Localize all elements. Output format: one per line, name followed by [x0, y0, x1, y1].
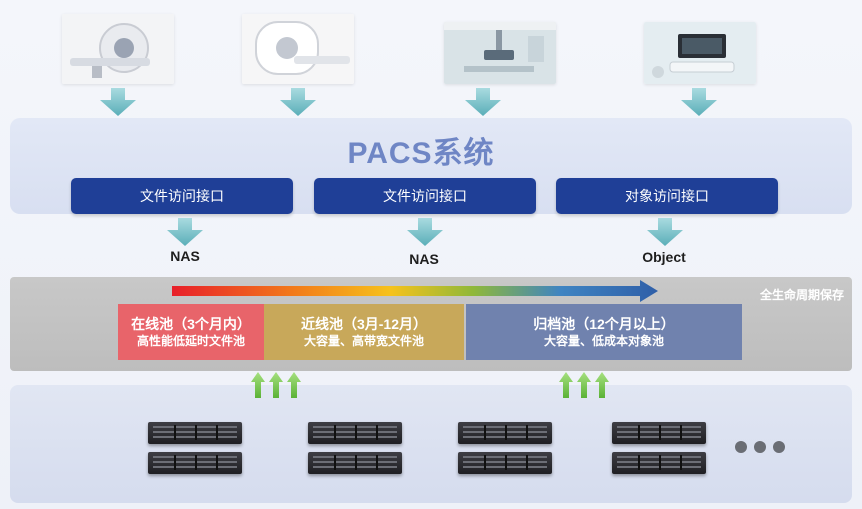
down-arrow-icon [278, 88, 318, 116]
ct-scanner-image [62, 14, 174, 84]
file-access-interface-1[interactable]: 文件访问接口 [71, 178, 293, 214]
more-ellipsis-icon [734, 440, 786, 454]
protocol-label-nas-2: NAS [409, 251, 439, 267]
xray-room-image [444, 22, 556, 84]
storage-server-icon [458, 422, 552, 444]
down-arrow-icon [98, 88, 138, 116]
nearline-pool-desc: 大容量、高带宽文件池 [303, 334, 424, 348]
storage-server-icon [458, 452, 552, 474]
object-access-interface[interactable]: 对象访问接口 [556, 178, 778, 214]
down-arrow-icon [679, 88, 719, 116]
online-pool-name: 在线池（3个月内） [131, 316, 251, 332]
nearline-pool-name: 近线池（3月-12月） [300, 316, 428, 332]
storage-server-panel [10, 385, 852, 503]
lifecycle-arrow-icon [172, 280, 658, 302]
lifecycle-label: 全生命周期保存 [759, 288, 844, 302]
down-arrow-icon [463, 88, 503, 116]
storage-server-icon [148, 452, 242, 474]
pacs-title: PACS系统 [347, 137, 495, 170]
online-pool: 在线池（3个月内） 高性能低延时文件池 [118, 304, 264, 360]
archive-pool-name: 归档池（12个月以上） [533, 316, 675, 332]
protocol-label-object: Object [642, 249, 686, 265]
storage-server-icon [612, 452, 706, 474]
ultrasound-image [644, 22, 756, 84]
storage-server-icon [308, 422, 402, 444]
down-arrow-icon [645, 218, 685, 246]
protocol-label-nas-1: NAS [170, 248, 200, 264]
storage-server-icon [612, 422, 706, 444]
up-arrows-icon [250, 372, 302, 398]
archive-pool-desc: 大容量、低成本对象池 [543, 334, 664, 348]
up-arrows-icon [558, 372, 610, 398]
mri-scanner-image [242, 14, 354, 84]
storage-server-icon [308, 452, 402, 474]
file-access-interface-2[interactable]: 文件访问接口 [314, 178, 536, 214]
nearline-pool: 近线池（3月-12月） 大容量、高带宽文件池 [264, 304, 464, 360]
storage-server-icon [148, 422, 242, 444]
archive-pool: 归档池（12个月以上） 大容量、低成本对象池 [466, 304, 742, 360]
down-arrow-icon [165, 218, 205, 246]
online-pool-desc: 高性能低延时文件池 [136, 334, 245, 348]
down-arrow-icon [405, 218, 445, 246]
